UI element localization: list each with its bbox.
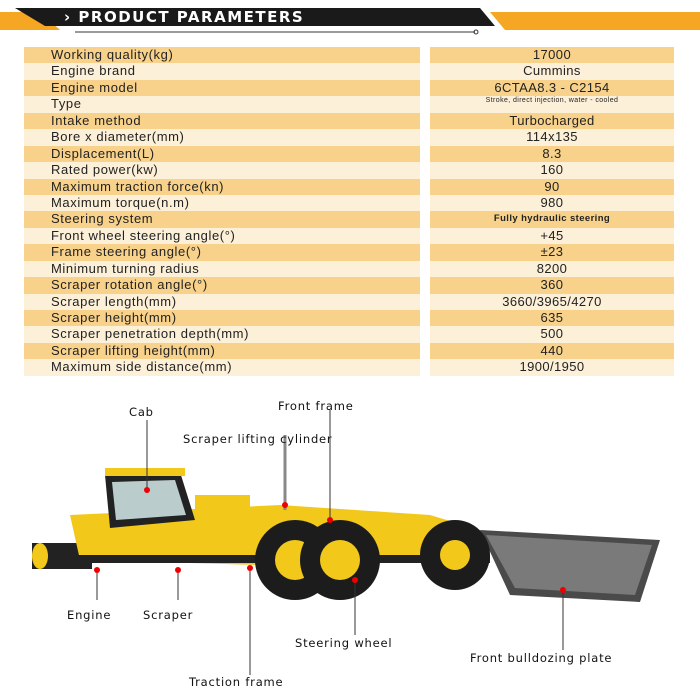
parameter-value: Turbocharged: [430, 112, 674, 130]
label-scraper: Scraper: [143, 608, 194, 622]
parameter-value: 90: [430, 178, 674, 195]
parameter-value: 635: [430, 310, 674, 327]
parameter-name: Engine model: [24, 79, 420, 97]
label-cab: Cab: [129, 405, 154, 419]
parameter-name: Scraper penetration depth(mm): [24, 326, 420, 343]
parameter-row: Type Stroke, direct injection, water - co…: [24, 96, 674, 113]
section-title: › PRODUCT PARAMETERS: [64, 8, 305, 26]
parameter-name: Displacement(L): [24, 145, 420, 163]
parameter-value: 500: [430, 326, 674, 343]
parameter-name: Engine brand: [24, 63, 420, 80]
parameter-name: Scraper lifting height(mm): [24, 342, 420, 360]
parameter-value: Stroke, direct injection, water - cooled: [430, 96, 674, 113]
parameter-name: Intake method: [24, 112, 420, 130]
header-banner: [0, 8, 700, 35]
parameter-value: Cummins: [430, 63, 674, 80]
parameter-value: 8.3: [430, 145, 674, 163]
parameter-value: 8200: [430, 260, 674, 278]
parameter-row: Minimum turning radius 8200: [24, 260, 674, 278]
parameter-name: Maximum side distance(mm): [24, 359, 420, 376]
parameter-row: Front wheel steering angle(°) +45: [24, 227, 674, 245]
label-front-frame: Front frame: [278, 399, 354, 413]
parameter-name: Maximum traction force(kn): [24, 178, 420, 195]
parameter-name: Front wheel steering angle(°): [24, 227, 420, 245]
parameter-value: 114x135: [430, 129, 674, 146]
label-front-bulldozing-plate: Front bulldozing plate: [470, 651, 613, 665]
parameter-value: ±23: [430, 244, 674, 261]
motor-grader-illustration: [32, 410, 660, 675]
parameter-name: Steering system: [24, 211, 420, 228]
parameter-value: 360: [430, 277, 674, 294]
parameter-value: Fully hydraulic steering: [430, 211, 674, 228]
label-traction-frame: Traction frame: [189, 675, 284, 689]
parameter-row: Maximum traction force(kn) 90: [24, 178, 674, 195]
parameter-value: 160: [430, 162, 674, 179]
parameter-row: Engine model 6CTAA8.3 - C2154: [24, 79, 674, 97]
parameter-row: Steering system Fully hydraulic steering: [24, 211, 674, 228]
parameter-row: Scraper length(mm) 3660/3965/4270: [24, 293, 674, 310]
parameter-value: 440: [430, 342, 674, 360]
label-steering-wheel: Steering wheel: [295, 636, 393, 650]
parameter-name: Maximum torque(n.m): [24, 194, 420, 212]
parameter-row: Frame steering angle(°) ±23: [24, 244, 674, 261]
parameter-value: 1900/1950: [430, 359, 674, 376]
parameter-value: 980: [430, 194, 674, 212]
parameter-value: 17000: [430, 47, 674, 64]
parameter-row: Bore x diameter(mm) 114x135: [24, 129, 674, 146]
parameter-row: Scraper lifting height(mm) 440: [24, 342, 674, 360]
parameter-row: Displacement(L) 8.3: [24, 145, 674, 163]
parameter-value: 6CTAA8.3 - C2154: [430, 79, 674, 97]
parameter-name: Minimum turning radius: [24, 260, 420, 278]
parameter-row: Scraper height(mm) 635: [24, 310, 674, 327]
parameter-row: Rated power(kw) 160: [24, 162, 674, 179]
parameter-name: Scraper height(mm): [24, 310, 420, 327]
parameter-row: Intake method Turbocharged: [24, 112, 674, 130]
parameter-name: Scraper length(mm): [24, 293, 420, 310]
parameter-row: Working quality(kg) 17000: [24, 47, 674, 64]
label-scraper-lifting-cylinder: Scraper lifting cylinder: [183, 432, 333, 446]
label-engine: Engine: [67, 608, 112, 622]
parameter-name: Type: [24, 96, 420, 113]
parameter-name: Rated power(kw): [24, 162, 420, 179]
parameter-row: Scraper penetration depth(mm) 500: [24, 326, 674, 343]
parameter-name: Working quality(kg): [24, 47, 420, 64]
parameter-name: Scraper rotation angle(°): [24, 277, 420, 294]
parameter-row: Maximum torque(n.m) 980: [24, 194, 674, 212]
parameter-value: +45: [430, 227, 674, 245]
parameter-name: Bore x diameter(mm): [24, 129, 420, 146]
parameter-row: Scraper rotation angle(°) 360: [24, 277, 674, 294]
parameter-value: 3660/3965/4270: [430, 293, 674, 310]
parameter-name: Frame steering angle(°): [24, 244, 420, 261]
parameter-row: Maximum side distance(mm) 1900/1950: [24, 359, 674, 376]
parameter-row: Engine brand Cummins: [24, 63, 674, 80]
